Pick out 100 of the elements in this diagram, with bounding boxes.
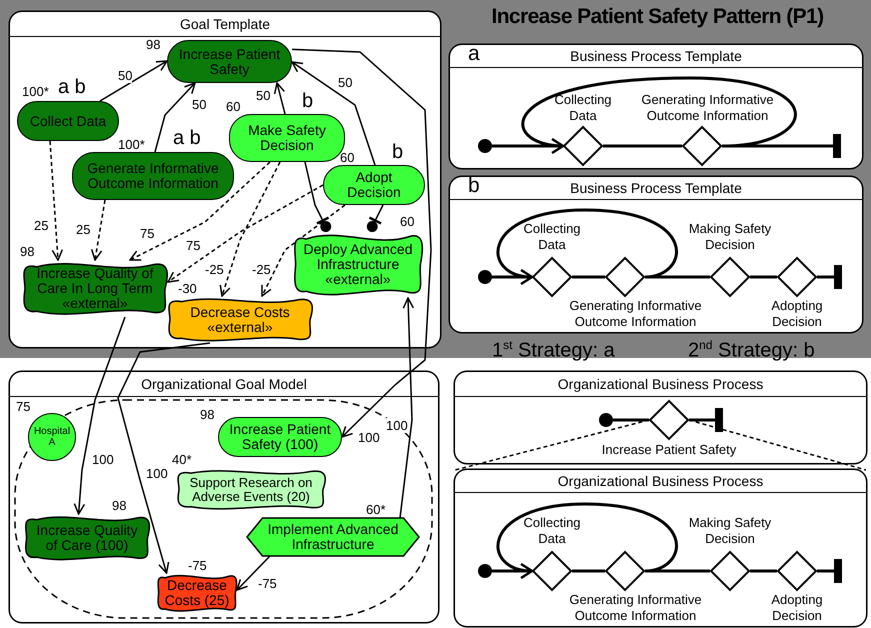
activity-diamond (563, 126, 603, 166)
contribution-arrow (291, 61, 376, 166)
contribution-arrow (74, 316, 126, 515)
goal-label: Deploy Advanced Infrastructure (302, 242, 414, 272)
activity-label: Generating Informative Outcome Information (568, 298, 703, 330)
goal-label: Support Research on Adverse Events (20) (188, 476, 314, 504)
goal-label: Decrease Costs (190, 304, 290, 320)
weight-label: 25 (76, 222, 90, 237)
activity-label: Collecting Data (553, 92, 613, 124)
weight-label: 25 (34, 218, 48, 233)
end-bar (715, 408, 723, 432)
activity-diamond (777, 257, 817, 297)
score-label: 60 (400, 214, 414, 230)
goal-label: Generate Informative Outcome Information (86, 161, 220, 191)
weight-label: 50 (192, 97, 206, 112)
score-label: 100* (118, 137, 145, 153)
template-panel (450, 45, 862, 168)
score-label: 98 (20, 244, 34, 260)
score-label: 60* (366, 502, 386, 518)
stereotype-label: «external» (207, 320, 273, 334)
zoom-line (688, 419, 866, 471)
contribution-arrow (292, 48, 432, 438)
strategy-label: 1$^{st}$ Strategy: a (492, 337, 615, 362)
stereotype-label: «external» (325, 272, 391, 287)
weight-label: 75 (140, 226, 154, 241)
weight-label: -25 (252, 262, 271, 277)
contribution-arrow (220, 162, 281, 297)
panel-title: Business Process Template (570, 48, 742, 64)
weight-label: -75 (258, 576, 277, 591)
goal-pill (167, 40, 292, 83)
contribution-arrow (100, 60, 168, 102)
activity-diamond (649, 400, 689, 440)
flow-line (689, 418, 715, 422)
panel-title: Business Process Template (570, 180, 742, 196)
activity-label: Making Safety Decision (688, 221, 772, 253)
contribution-arrow (117, 342, 210, 574)
flow-line (572, 276, 605, 278)
contribution-arrow (49, 140, 64, 261)
contribution-arrow (167, 184, 324, 283)
goal-label: Implement Advanced Infrastructure (266, 522, 400, 552)
weight-label: 100 (146, 466, 168, 481)
goal-label: Increase Patient Safety (178, 46, 282, 76)
weight-label: 100 (358, 430, 380, 445)
panel-title: Goal Template (180, 16, 270, 32)
score-label: 75 (16, 399, 30, 415)
contribution-arrow (274, 82, 286, 114)
panel-title: Organizational Business Process (558, 376, 764, 392)
strategy-marks: b (302, 90, 314, 113)
activity-diamond (777, 551, 817, 591)
panel-title: Organizational Business Process (558, 473, 764, 489)
goal-label: Increase Quality of Care In Long Term (36, 266, 154, 296)
goal-pill (17, 101, 119, 141)
task-hexagon (247, 518, 419, 556)
activity-diamond (605, 551, 645, 591)
weight-label: 50 (118, 68, 132, 83)
strategy-marks: a b (173, 127, 201, 150)
goal-pill (72, 152, 234, 200)
activity-label: Collecting Data (522, 515, 582, 547)
strategy-marks: b (392, 141, 404, 164)
activity-label: Adopting Decision (770, 592, 824, 624)
flow-line (750, 570, 777, 572)
goal-label: Hospital A (34, 426, 70, 448)
goal-label: Increase Quality of Care (100) (35, 523, 139, 553)
score-label: 100* (22, 84, 49, 100)
softgoal-shape (176, 468, 326, 511)
weight-label: 100 (92, 452, 114, 467)
loop-arrow (496, 208, 678, 284)
score-label: 98 (146, 37, 160, 53)
strategy-marks: a b (58, 76, 86, 99)
decomposition-link (366, 204, 384, 232)
loop-arrow (522, 76, 797, 154)
template-panel (455, 470, 866, 626)
actor-boundary (15, 400, 432, 618)
stereotype-label: «external» (62, 296, 128, 311)
goal-label: Decrease Costs (25) (164, 578, 230, 608)
goal-pill (323, 165, 425, 205)
softgoal-shape (167, 296, 313, 343)
end-bar (833, 134, 841, 158)
weight-label: 50 (256, 88, 270, 103)
softgoal-shape (24, 514, 150, 562)
softgoal-shape (157, 573, 237, 613)
contribution-arrow (261, 204, 346, 297)
start-dot (478, 564, 492, 578)
strategy-label: 2$^{nd}$ Strategy: b (688, 337, 815, 362)
zoom-line (454, 419, 650, 471)
flow-line (603, 144, 682, 148)
goal-label: Adopt Decision (346, 170, 402, 200)
template-panel (450, 177, 862, 332)
activity-diamond (710, 257, 750, 297)
start-dot (599, 413, 613, 427)
score-label: -75 (188, 558, 207, 574)
activity-label: Collecting Data (522, 221, 582, 253)
contribution-arrow (236, 555, 271, 591)
activity-diamond (682, 126, 722, 166)
start-dot (478, 270, 492, 284)
activity-diamond (605, 257, 645, 297)
contribution-arrow (90, 200, 106, 261)
template-panel (10, 12, 440, 347)
strategy-letter: b (468, 175, 480, 197)
goal-label: Increase Patient Safety (100) (228, 422, 332, 452)
